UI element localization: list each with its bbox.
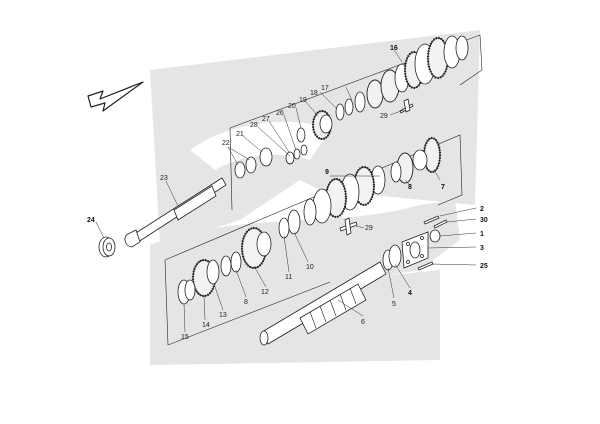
callout-21: 21 <box>236 131 244 138</box>
callout-25: 25 <box>480 263 488 270</box>
callout-20: 20 <box>288 103 296 110</box>
nut-1 <box>429 229 441 243</box>
callout-13: 13 <box>219 312 227 319</box>
callout-4: 4 <box>408 290 412 297</box>
synchro-assembly-9 <box>303 165 386 226</box>
callout-29-lower: 29 <box>365 225 373 232</box>
callout-15: 15 <box>181 334 189 341</box>
callout-labels: 16 17 18 19 20 26 27 28 21 22 23 24 29 9… <box>87 45 488 341</box>
leader-lines <box>95 49 477 333</box>
ring-8-lower <box>220 251 242 277</box>
callout-1: 1 <box>480 231 484 238</box>
callout-11: 11 <box>285 274 292 281</box>
gear-8-upper <box>390 152 414 184</box>
callout-6: 6 <box>361 319 365 326</box>
bearings-22-21 <box>234 147 273 179</box>
callout-7: 7 <box>441 184 445 191</box>
bearing-4-5 <box>382 244 402 271</box>
callout-16: 16 <box>390 45 398 52</box>
callout-12: 12 <box>261 289 269 296</box>
callout-24: 24 <box>87 217 95 224</box>
callout-29-upper: 29 <box>380 113 388 120</box>
callout-10: 10 <box>306 264 314 271</box>
pins-29-lower <box>339 217 358 236</box>
callout-14: 14 <box>202 322 210 329</box>
parts-17-18 <box>335 91 366 121</box>
small-parts-26-27-28 <box>285 144 308 165</box>
callout-9: 9 <box>325 169 329 176</box>
callout-2: 2 <box>480 206 484 213</box>
gear-7 <box>412 136 442 174</box>
upper-assembly-frame <box>229 34 483 211</box>
pins-29-upper <box>399 98 414 114</box>
synchro-assembly-16 <box>366 35 469 109</box>
direction-arrow-icon <box>87 81 144 112</box>
callout-19: 19 <box>299 97 307 104</box>
gear-12 <box>240 226 272 270</box>
callout-27: 27 <box>262 116 270 123</box>
callout-3: 3 <box>480 245 484 252</box>
callout-30: 30 <box>480 217 488 224</box>
middle-assembly-frame <box>164 134 463 346</box>
callout-5: 5 <box>392 301 396 308</box>
bearing-24 <box>98 236 116 258</box>
callout-17: 17 <box>321 85 329 92</box>
callout-8-upper: 8 <box>408 184 412 191</box>
flange-plate-3 <box>401 231 429 269</box>
main-shaft-6 <box>259 261 387 346</box>
input-shaft <box>124 177 227 248</box>
callout-8-lower: 8 <box>244 299 248 306</box>
callout-23: 23 <box>160 175 168 182</box>
gear-19 <box>311 109 333 141</box>
parts-10-11 <box>278 209 301 239</box>
callout-22: 22 <box>222 140 230 147</box>
bearing-15 <box>177 279 196 305</box>
callout-26: 26 <box>276 110 284 117</box>
callout-28: 28 <box>250 122 258 129</box>
ring-20 <box>296 127 306 143</box>
callout-18: 18 <box>310 90 318 97</box>
